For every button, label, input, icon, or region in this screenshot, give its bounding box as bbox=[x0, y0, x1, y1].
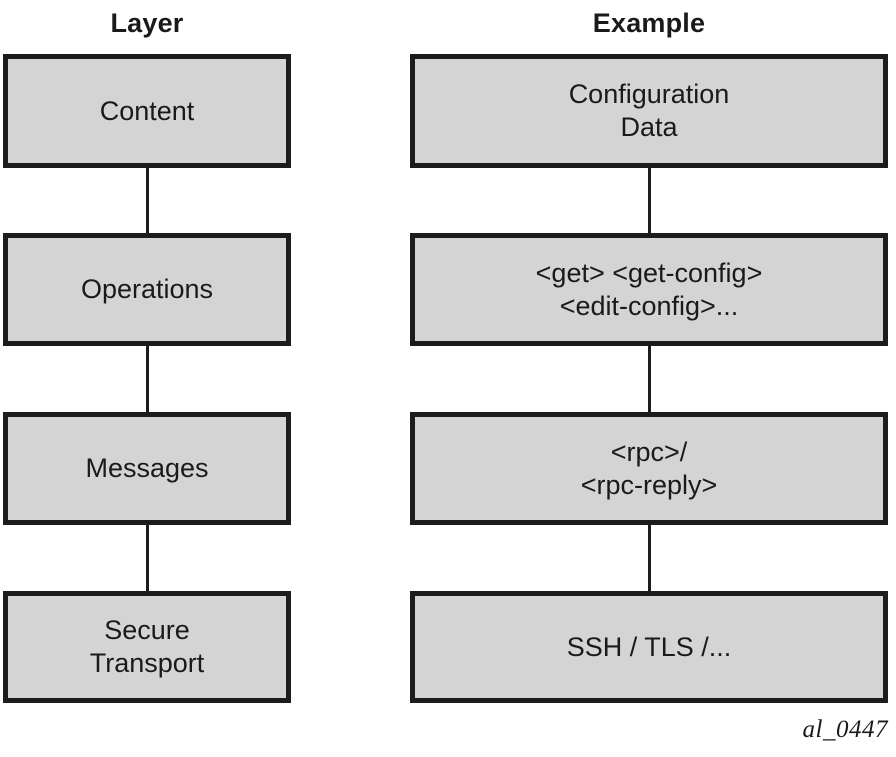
connector-layer-content-operations bbox=[146, 168, 149, 233]
example-box-operations-rpcs-label: <get> <get-config> <edit-config>... bbox=[535, 257, 763, 321]
connector-layer-operations-messages bbox=[146, 346, 149, 412]
example-box-configuration-data: Configuration Data bbox=[410, 54, 888, 168]
example-box-rpc-messages: <rpc>/ <rpc-reply> bbox=[410, 412, 888, 525]
layer-box-operations: Operations bbox=[3, 233, 291, 346]
column-header-layer: Layer bbox=[110, 8, 184, 38]
layer-box-secure-transport-label: Secure Transport bbox=[89, 615, 205, 678]
connector-example-rpc-transport bbox=[648, 525, 651, 591]
layer-box-content-label: Content bbox=[99, 95, 195, 126]
layer-box-operations-label: Operations bbox=[80, 274, 214, 305]
layer-box-messages-label: Messages bbox=[85, 453, 209, 484]
example-box-secure-transport-protocols: SSH / TLS /... bbox=[410, 591, 888, 703]
example-box-secure-transport-protocols-label: SSH / TLS /... bbox=[566, 631, 732, 662]
connector-example-operations-rpc bbox=[648, 346, 651, 412]
connector-example-config-operations bbox=[648, 168, 651, 233]
example-box-configuration-data-label: Configuration Data bbox=[568, 79, 730, 142]
figure-caption: al_0447 bbox=[802, 716, 888, 743]
connector-layer-messages-secure-transport bbox=[146, 525, 149, 591]
layer-box-content: Content bbox=[3, 54, 291, 168]
layer-box-secure-transport: Secure Transport bbox=[3, 591, 291, 703]
layer-box-messages: Messages bbox=[3, 412, 291, 525]
example-box-operations-rpcs: <get> <get-config> <edit-config>... bbox=[410, 233, 888, 346]
example-box-rpc-messages-label: <rpc>/ <rpc-reply> bbox=[580, 436, 718, 500]
column-header-example: Example bbox=[592, 8, 706, 38]
